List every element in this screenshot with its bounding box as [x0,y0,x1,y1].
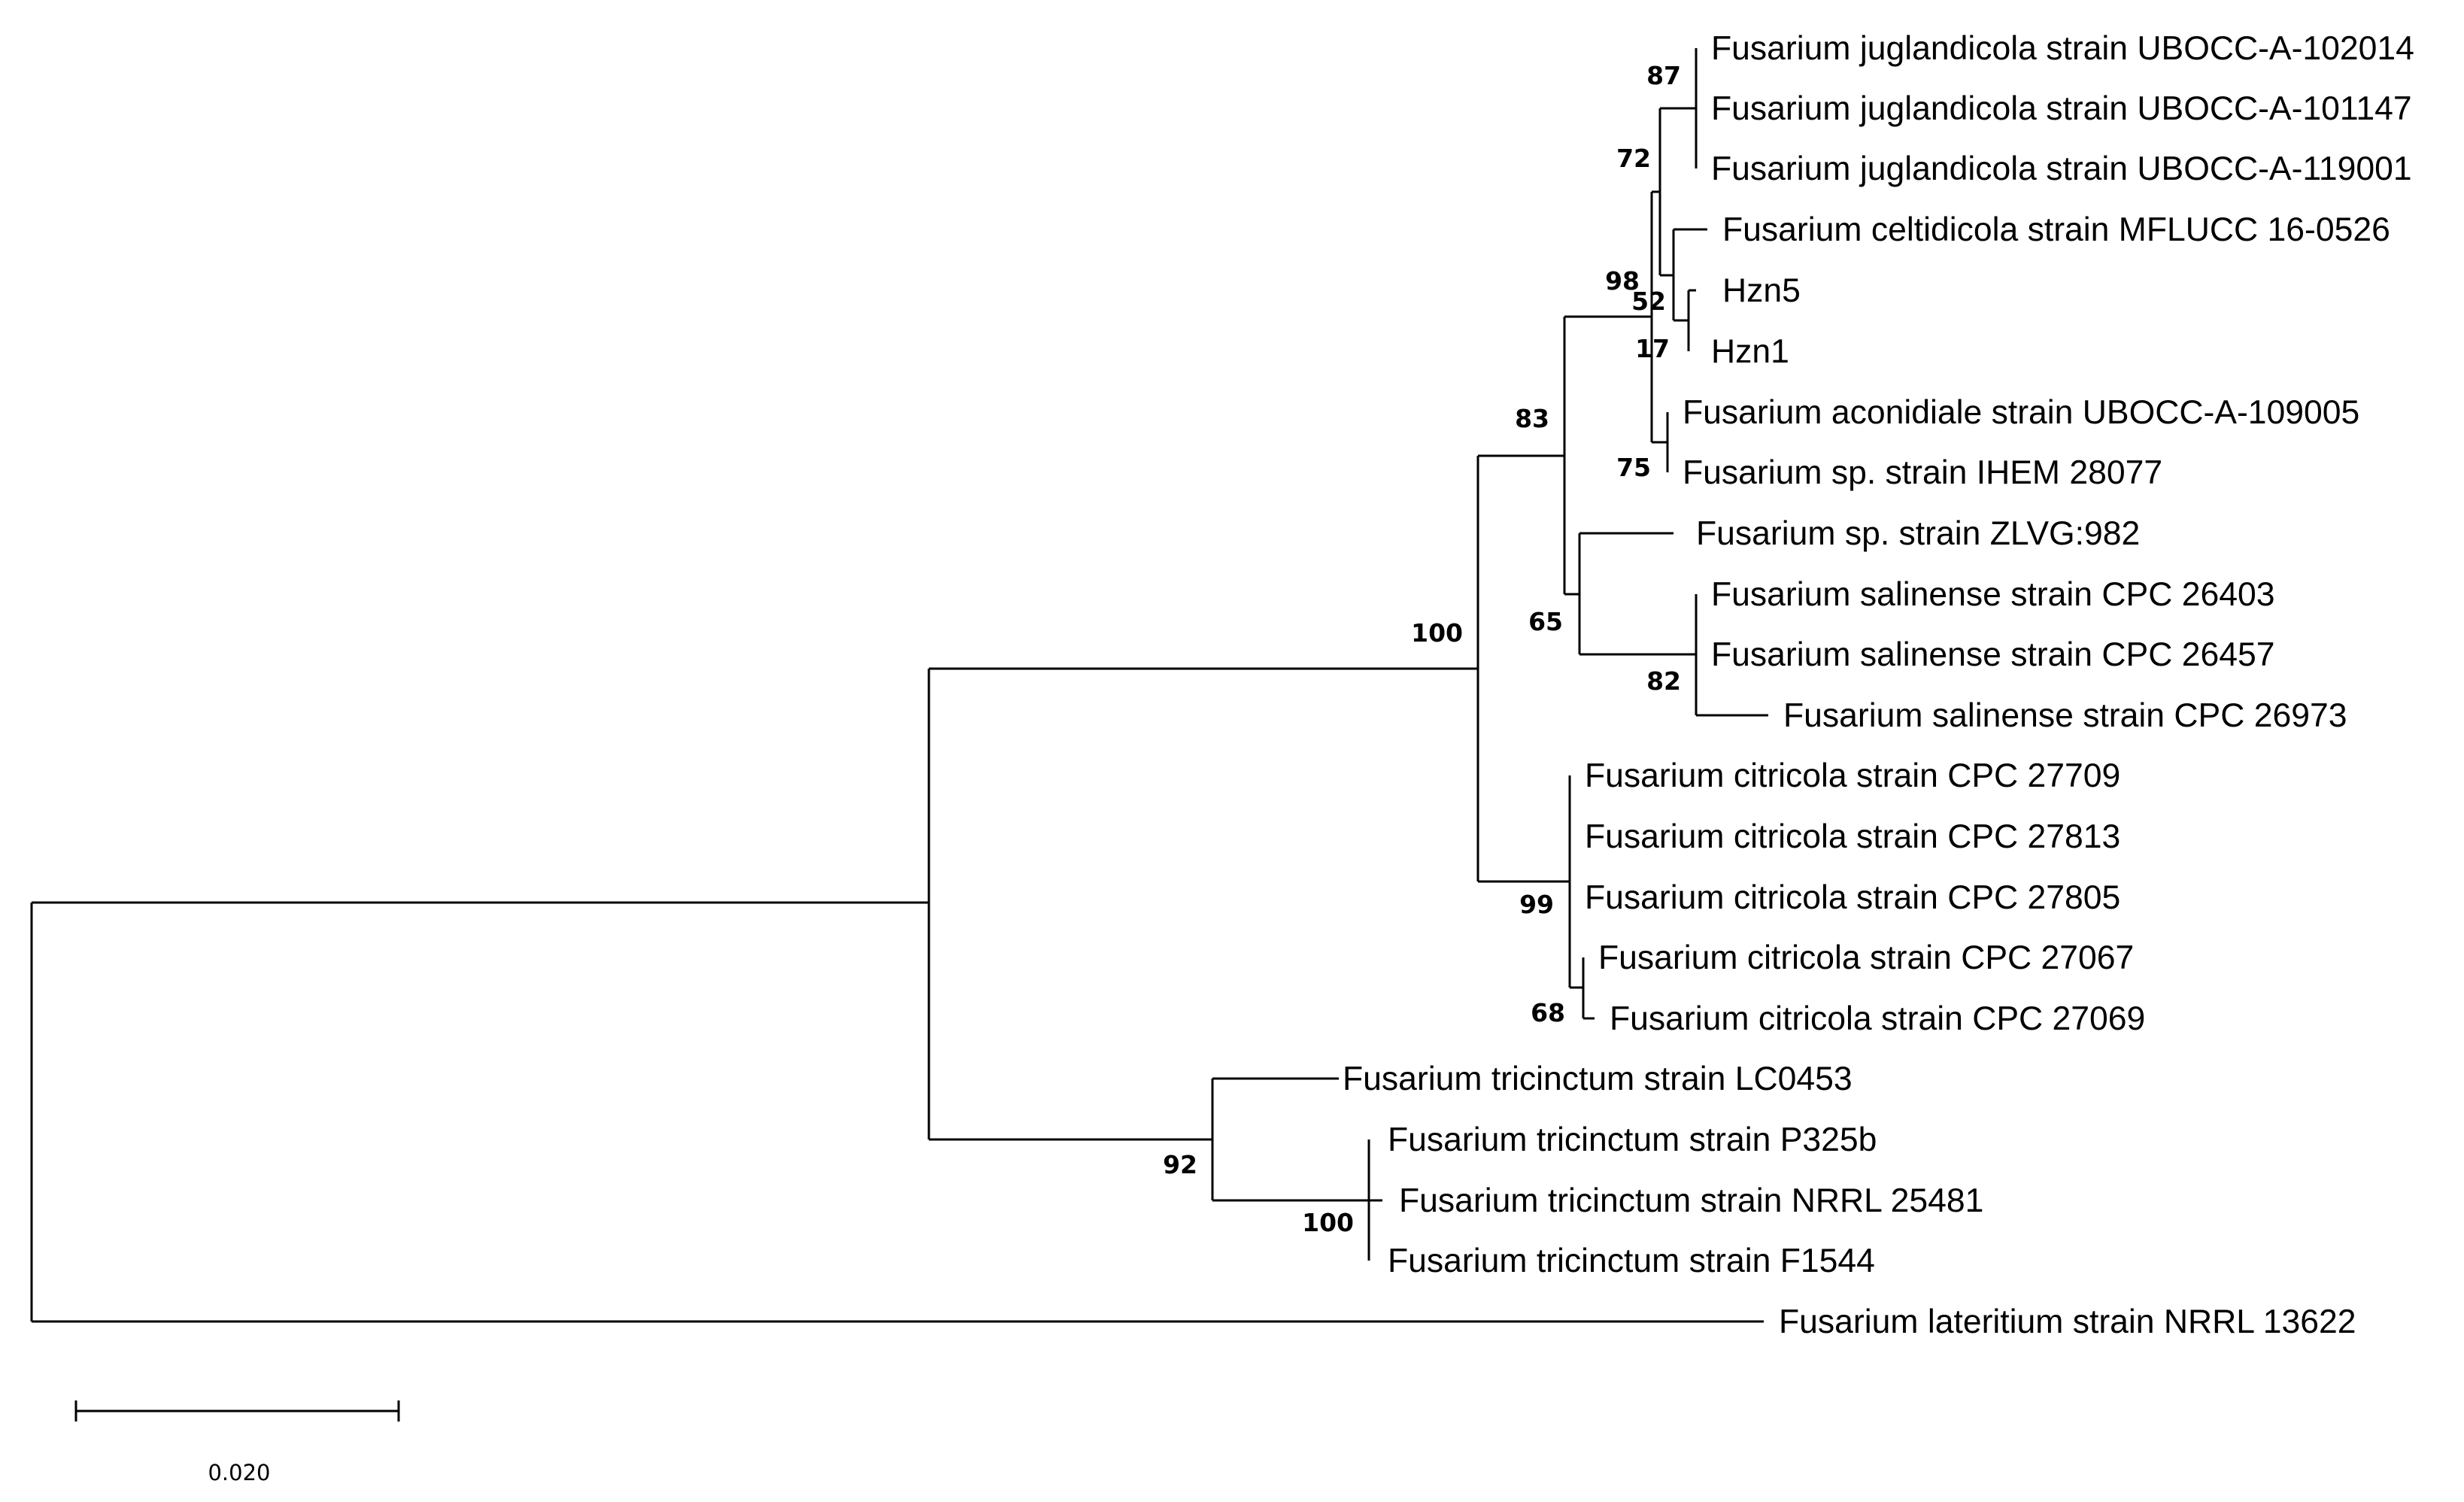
leaf-label: Fusarium juglandicola strain UBOCC-A-101… [1711,90,2412,127]
support-value: 98 [1605,266,1640,296]
support-value: 82 [1646,666,1681,696]
leaf-label: Fusarium juglandicola strain UBOCC-A-119… [1711,150,2412,187]
support-value: 72 [1616,144,1651,173]
support-value: 87 [1646,61,1681,90]
support-value: 100 [1411,618,1463,648]
leaf-label: Fusarium citricola strain CPC 27067 [1598,939,2134,976]
support-value: 75 [1616,453,1651,482]
leaf-labels: Fusarium juglandicola strain UBOCC-A-102… [1343,30,2414,1340]
leaf-label: Fusarium citricola strain CPC 27709 [1585,757,2120,794]
leaf-label: Fusarium aconidiale strain UBOCC-A-10900… [1683,394,2359,431]
leaf-label: Fusarium juglandicola strain UBOCC-A-102… [1711,30,2414,67]
leaf-label: Fusarium sp. strain IHEM 28077 [1683,454,2162,491]
support-value: 99 [1519,890,1554,919]
leaf-label: Fusarium tricinctum strain P325b [1388,1121,1877,1158]
leaf-label: Hzn5 [1722,272,1801,309]
tree-branches [30,48,1768,1323]
support-value: 83 [1515,404,1549,433]
leaf-label: Fusarium tricinctum strain NRRL 25481 [1399,1182,1983,1219]
leaf-label: Fusarium citricola strain CPC 27805 [1585,879,2120,916]
support-value: 52 [1631,287,1666,316]
support-value: 65 [1528,607,1563,636]
leaf-label: Fusarium celtidicola strain MFLUCC 16-05… [1722,211,2390,248]
support-value: 92 [1163,1150,1197,1179]
support-value: 100 [1302,1208,1354,1237]
leaf-label: Hzn1 [1711,333,1789,370]
scale-bar-label: 0.020 [208,1460,270,1485]
leaf-label: Fusarium tricinctum strain F1544 [1388,1243,1875,1279]
support-value: 17 [1635,334,1670,363]
leaf-label: Fusarium salinense strain CPC 26403 [1711,576,2274,613]
leaf-label: Fusarium salinense strain CPC 26457 [1711,636,2274,673]
leaf-label: Fusarium lateritium strain NRRL 13622 [1779,1303,2356,1340]
leaf-label: Fusarium citricola strain CPC 27813 [1585,818,2120,855]
leaf-label: Fusarium salinense strain CPC 26973 [1783,697,2347,734]
leaf-label: Fusarium sp. strain ZLVG:982 [1696,515,2140,552]
leaf-label: Fusarium tricinctum strain LC0453 [1343,1061,1853,1097]
support-value: 68 [1531,998,1565,1027]
scale-bar: 0.020 [74,1400,400,1485]
leaf-label: Fusarium citricola strain CPC 27069 [1610,1000,2145,1037]
